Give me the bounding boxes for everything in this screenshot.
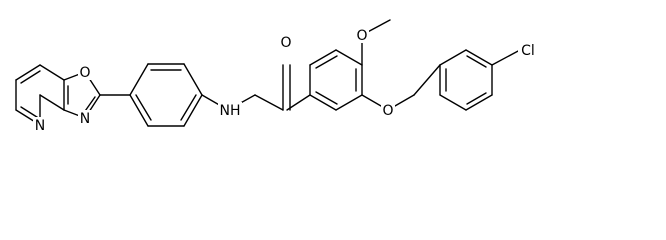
bond <box>129 94 149 127</box>
bond-double-inner <box>466 55 487 68</box>
bond-ch2-ring <box>413 64 441 96</box>
bond-double-inner <box>180 94 197 121</box>
atom-carbonyl-oxygen: O <box>280 35 291 51</box>
bond <box>39 64 65 81</box>
phenyl-ring-2 <box>309 49 363 111</box>
pyridine-ring <box>15 64 69 126</box>
atom-ether-oxygen: O <box>382 103 393 119</box>
bond <box>309 49 337 66</box>
atom-pyridine-nitrogen: N <box>35 118 45 134</box>
bond <box>39 94 65 111</box>
atom-oxazole-nitrogen: N <box>80 111 90 127</box>
bond-nh-carbonyl <box>254 94 284 111</box>
bond <box>309 94 337 111</box>
bond <box>183 94 203 127</box>
bond <box>183 63 203 96</box>
phenyl-ring-3 <box>439 49 493 111</box>
molecule-canvas: O N N NH O O O Cl <box>15 19 535 134</box>
bond <box>335 94 363 111</box>
bond <box>15 64 41 81</box>
structure-diagram: O N N NH O O O Cl <box>15 19 535 134</box>
bond-double-inner <box>315 91 338 105</box>
bond <box>465 49 493 66</box>
atom-oxazole-oxygen: O <box>79 65 90 81</box>
bond <box>465 94 493 111</box>
phenyl-ring-1 <box>129 63 203 127</box>
atom-methoxy-oxygen: O <box>356 28 367 44</box>
atom-amide-nh: NH <box>220 103 241 119</box>
bond <box>129 63 149 96</box>
bond-ring-cl <box>491 49 521 66</box>
bond-double-inner <box>20 70 41 84</box>
atom-chlorine: Cl <box>521 43 535 59</box>
bond-double-inner <box>135 94 152 121</box>
bond <box>335 49 363 66</box>
bond-double-inner <box>315 55 338 69</box>
bond-double-inner <box>466 92 487 105</box>
bond <box>439 94 467 111</box>
bond <box>439 49 467 66</box>
bond-carbonyl-ring <box>286 94 311 111</box>
